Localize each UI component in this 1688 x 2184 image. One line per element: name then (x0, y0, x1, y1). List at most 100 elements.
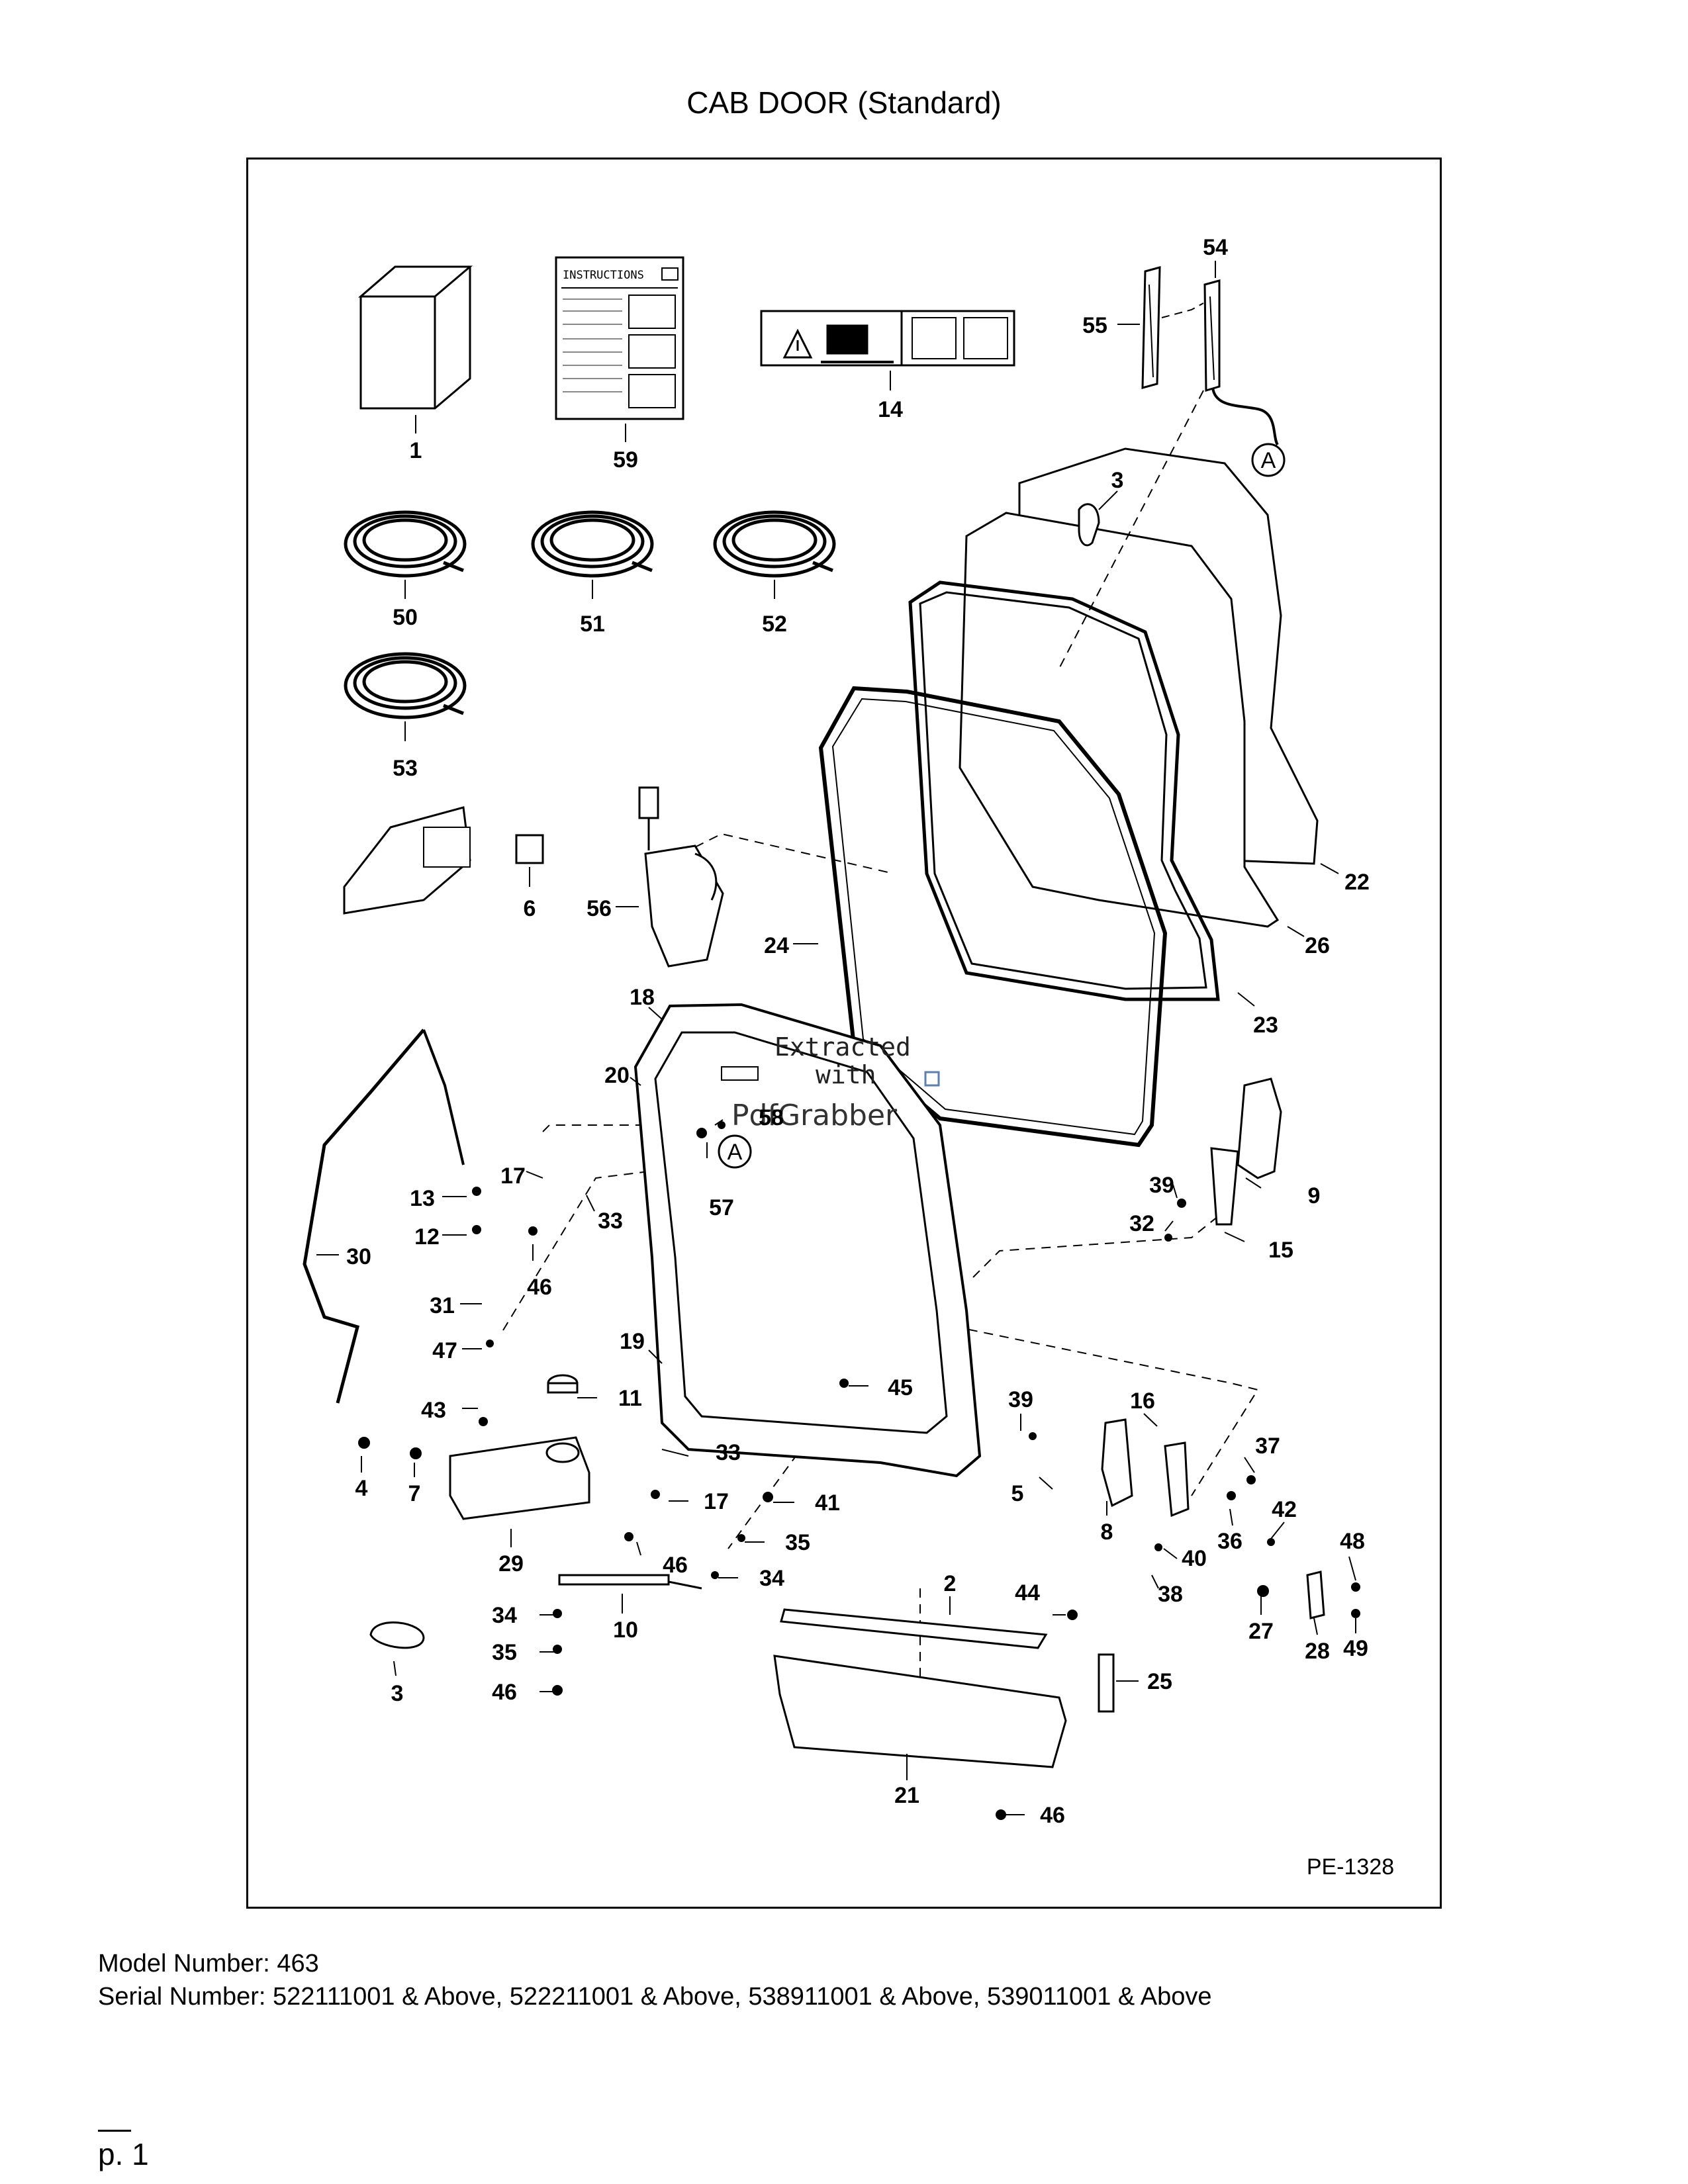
callout-41: 41 (815, 1490, 840, 1516)
callout-33-lower: 33 (716, 1440, 741, 1465)
callout-55: 55 (1082, 313, 1107, 338)
callout-36: 36 (1217, 1529, 1243, 1554)
callout-47: 47 (432, 1338, 457, 1363)
reference-circle-a-mid (718, 1134, 752, 1169)
callout-8: 8 (1101, 1520, 1113, 1545)
callout-30: 30 (346, 1244, 371, 1269)
callout-10: 10 (613, 1617, 638, 1643)
callout-23: 23 (1253, 1013, 1278, 1038)
callout-50: 50 (393, 605, 418, 630)
callout-57: 57 (709, 1195, 734, 1220)
callout-22: 22 (1344, 870, 1370, 895)
callout-21: 21 (894, 1783, 919, 1808)
callout-31: 31 (430, 1293, 455, 1318)
reference-circle-a-top (1251, 443, 1286, 477)
callout-3-lower: 3 (391, 1681, 404, 1706)
callout-58: 58 (759, 1105, 784, 1130)
instructions-decal-label: INSTRUCTIONS (563, 269, 644, 282)
callout-45: 45 (888, 1375, 913, 1400)
watermark-logo (924, 1071, 940, 1087)
page-divider (98, 2130, 131, 2132)
part-2-strip (780, 1608, 1048, 1649)
callout-59: 59 (613, 447, 638, 473)
callout-12: 12 (414, 1224, 440, 1250)
reference-a-mid: A (727, 1140, 743, 1165)
part-59-instructions-sheet (555, 256, 684, 420)
callout-49: 49 (1343, 1636, 1368, 1661)
part-11-cap (547, 1374, 579, 1394)
callout-46-bottom: 46 (1040, 1803, 1065, 1828)
callout-43: 43 (421, 1398, 446, 1423)
serial-number: Serial Number: 522111001 & Above, 522211… (98, 1983, 1212, 2011)
callout-46-mid: 46 (663, 1553, 688, 1578)
callout-56: 56 (586, 896, 612, 921)
part-8-lock (1101, 1418, 1133, 1508)
callout-28: 28 (1305, 1639, 1330, 1664)
watermark-line3: PdfGrabber (731, 1099, 898, 1132)
callout-2: 2 (944, 1571, 957, 1596)
part-56-door-motor (638, 786, 724, 968)
part-29-reservoir (449, 1436, 590, 1520)
callout-54: 54 (1203, 235, 1228, 260)
callout-26: 26 (1305, 933, 1330, 958)
callout-13: 13 (410, 1186, 435, 1211)
part-26-door-seal (959, 512, 1280, 928)
callout-32: 32 (1129, 1211, 1154, 1236)
watermark-line1: Extracted (774, 1032, 911, 1062)
callout-19: 19 (620, 1329, 645, 1354)
callout-40: 40 (1182, 1546, 1207, 1571)
part-14-warning-decal (760, 310, 1015, 367)
callout-27: 27 (1248, 1619, 1274, 1644)
callout-42: 42 (1272, 1497, 1297, 1522)
callout-20: 20 (604, 1063, 630, 1088)
callout-1: 1 (410, 438, 422, 463)
callout-14: 14 (878, 397, 903, 422)
part-30-door-cable (303, 1028, 425, 1404)
part-9-latch (1237, 1077, 1282, 1179)
part-10-gas-strut (558, 1574, 702, 1590)
callout-51: 51 (580, 612, 605, 637)
callout-11: 11 (618, 1386, 642, 1411)
callout-34-lower: 34 (492, 1603, 517, 1628)
callout-35-mid: 35 (785, 1530, 810, 1555)
callout-53: 53 (393, 756, 418, 781)
watermark-line2: with (816, 1060, 876, 1089)
part-54-latch-handle (1203, 279, 1221, 392)
callout-17-lower: 17 (704, 1489, 729, 1514)
callout-52: 52 (762, 612, 787, 637)
part-3-strap (369, 1621, 425, 1649)
part-55-wiper-handle (1141, 266, 1161, 389)
part-23-door-gasket (908, 580, 1220, 1001)
callout-44: 44 (1015, 1580, 1040, 1606)
callout-5: 5 (1011, 1481, 1024, 1506)
callout-18: 18 (630, 985, 655, 1010)
part-21-tray (773, 1655, 1067, 1768)
callout-7: 7 (408, 1481, 421, 1506)
callout-48: 48 (1340, 1529, 1365, 1554)
part-25-handle (1098, 1653, 1115, 1713)
callout-9: 9 (1308, 1183, 1321, 1208)
callout-3-top: 3 (1111, 468, 1124, 493)
part-53-seal-coil (344, 652, 467, 719)
callout-37: 37 (1255, 1433, 1280, 1459)
callout-17-upper: 17 (500, 1163, 526, 1189)
callout-34-mid: 34 (759, 1566, 784, 1591)
callout-24: 24 (764, 933, 789, 958)
callout-16: 16 (1130, 1388, 1155, 1414)
page-number: p. 1 (98, 2137, 149, 2171)
reference-a-top: A (1261, 448, 1276, 473)
part-6-switch-bracket (343, 806, 544, 915)
diagram-frame (246, 158, 1442, 1909)
model-number: Model Number: 463 (98, 1950, 319, 1978)
part-1-manual-box (357, 265, 473, 410)
callout-46-lower: 46 (492, 1680, 517, 1705)
part-3-handle (1078, 503, 1100, 547)
callout-29: 29 (498, 1551, 524, 1576)
part-16-bracket (1164, 1441, 1190, 1518)
callout-33-upper: 33 (598, 1208, 623, 1234)
figure-reference: PE-1328 (1307, 1854, 1394, 1880)
callout-15: 15 (1268, 1238, 1293, 1263)
part-50-seal-coil (344, 510, 467, 578)
callout-39-upper: 39 (1149, 1173, 1174, 1198)
